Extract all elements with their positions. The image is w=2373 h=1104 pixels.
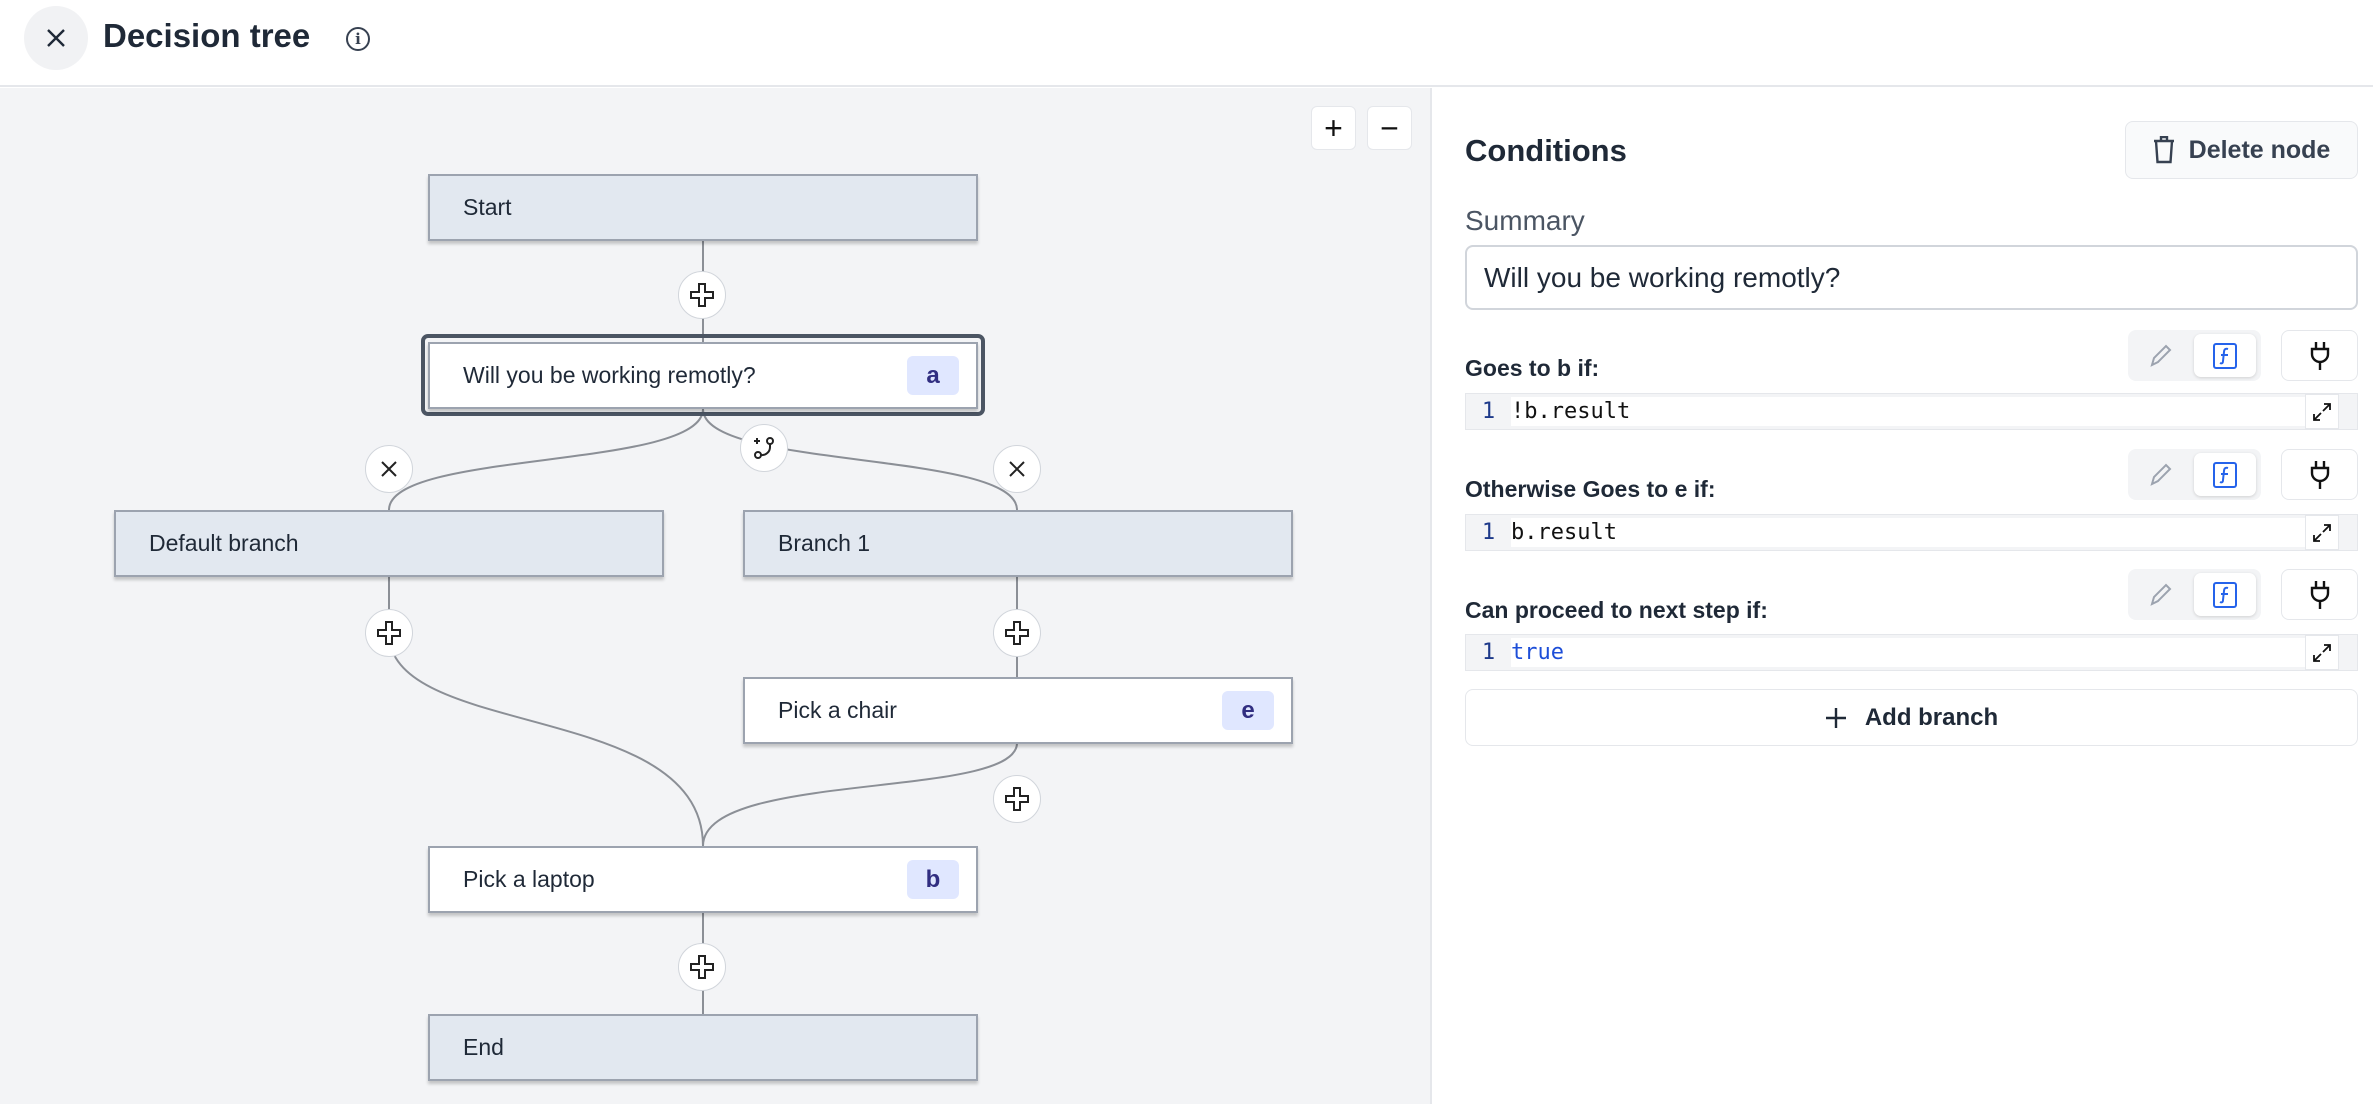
edit-mode-button[interactable] (2132, 453, 2190, 496)
panel-title: Conditions (1465, 133, 1627, 168)
delete-node-button[interactable]: Delete node (2125, 121, 2358, 179)
expand-button[interactable] (2305, 515, 2339, 550)
formula-mode-button[interactable] (2194, 453, 2256, 496)
code-editor[interactable]: 1 true (1465, 634, 2358, 671)
selected-node-outline (421, 334, 985, 416)
edge-default-laptop (388, 577, 704, 847)
node-label: Start (463, 194, 512, 220)
formula-mode-button[interactable] (2194, 573, 2256, 616)
zoom-in-button[interactable]: + (1311, 106, 1356, 150)
close-icon (381, 461, 397, 477)
node-label: Pick a laptop (463, 866, 595, 892)
connect-button[interactable] (2281, 449, 2358, 500)
summary-label: Summary (1465, 205, 1585, 236)
delete-node-label: Delete node (2188, 135, 2331, 164)
mode-toggle (2128, 449, 2261, 500)
pencil-icon (2150, 344, 2172, 367)
code-editor[interactable]: 1 b.result (1465, 514, 2358, 551)
node-badge: a (907, 356, 959, 395)
edge-question-default (388, 408, 704, 511)
code-editor[interactable]: 1 !b.result (1465, 393, 2358, 430)
expand-icon (2313, 523, 2331, 542)
node-default-branch[interactable]: Default branch (114, 510, 664, 577)
formula-mode-button[interactable] (2194, 334, 2256, 377)
node-label: Pick a chair (778, 697, 897, 723)
remove-branch-button[interactable] (365, 445, 413, 493)
plus-icon (1825, 707, 1846, 728)
condition-label: Otherwise Goes to e if: (1465, 476, 1716, 502)
git-branch-plus-icon (754, 437, 774, 459)
plug-icon (2310, 460, 2329, 489)
add-step-button[interactable] (365, 609, 413, 657)
connect-button[interactable] (2281, 330, 2358, 381)
node-pick-chair[interactable]: Pick a chair e (743, 677, 1293, 744)
mode-toggle (2128, 330, 2261, 381)
code-text[interactable]: true (1511, 638, 2305, 667)
trash-icon (2153, 136, 2174, 164)
expand-button[interactable] (2305, 394, 2339, 429)
line-number: 1 (1481, 399, 1496, 424)
mode-toggle (2128, 569, 2261, 620)
remove-branch-button[interactable] (993, 445, 1041, 493)
edge-question-branch1 (702, 408, 1018, 511)
function-icon (2213, 342, 2237, 369)
plug-icon (2310, 341, 2329, 370)
node-label: Will you be working remotly? (463, 362, 756, 388)
header (0, 0, 2373, 87)
info-icon[interactable]: i (346, 27, 370, 51)
expand-button[interactable] (2305, 635, 2339, 670)
condition-label: Goes to b if: (1465, 355, 1600, 381)
node-branch-1[interactable]: Branch 1 (743, 510, 1293, 577)
flow-canvas[interactable] (0, 88, 1432, 1104)
plus-icon (690, 283, 714, 307)
add-branch-node-button[interactable] (740, 424, 788, 472)
node-badge: e (1222, 691, 1274, 730)
node-question[interactable]: Will you be working remotly? a (428, 342, 978, 409)
add-branch-button[interactable]: Add branch (1465, 689, 2358, 746)
node-badge: b (907, 860, 959, 899)
edit-mode-button[interactable] (2132, 334, 2190, 377)
node-pick-laptop[interactable]: Pick a laptop b (428, 846, 978, 913)
plus-icon (1005, 787, 1029, 811)
plus-icon (1005, 621, 1029, 645)
function-icon (2213, 461, 2237, 488)
page-title: Decision tree (103, 17, 311, 54)
line-number: 1 (1481, 520, 1496, 545)
plug-icon (2310, 580, 2329, 609)
add-step-button[interactable] (993, 609, 1041, 657)
code-text[interactable]: !b.result (1511, 397, 2305, 426)
add-step-button[interactable] (993, 775, 1041, 823)
connect-button[interactable] (2281, 569, 2358, 620)
edge-chair-laptop (702, 742, 1018, 847)
pencil-icon (2150, 463, 2172, 486)
node-end[interactable]: End (428, 1014, 978, 1081)
add-branch-label: Add branch (1864, 703, 1999, 731)
expand-icon (2313, 643, 2331, 662)
node-label: End (463, 1034, 504, 1060)
close-icon (1009, 461, 1025, 477)
pencil-icon (2150, 583, 2172, 606)
plus-icon (377, 621, 401, 645)
line-number: 1 (1481, 640, 1496, 665)
condition-label: Can proceed to next step if: (1465, 597, 1768, 623)
code-text[interactable]: b.result (1511, 518, 2305, 547)
close-icon (47, 29, 65, 47)
close-button[interactable] (24, 6, 88, 70)
node-start[interactable]: Start (428, 174, 978, 241)
function-icon (2213, 581, 2237, 608)
expand-icon (2313, 402, 2331, 421)
zoom-out-button[interactable]: − (1367, 106, 1412, 150)
edit-mode-button[interactable] (2132, 573, 2190, 616)
node-label: Default branch (149, 530, 299, 556)
plus-icon (690, 955, 714, 979)
add-step-button[interactable] (678, 271, 726, 319)
summary-input[interactable] (1465, 245, 2358, 310)
node-label: Branch 1 (778, 530, 871, 556)
add-step-button[interactable] (678, 943, 726, 991)
